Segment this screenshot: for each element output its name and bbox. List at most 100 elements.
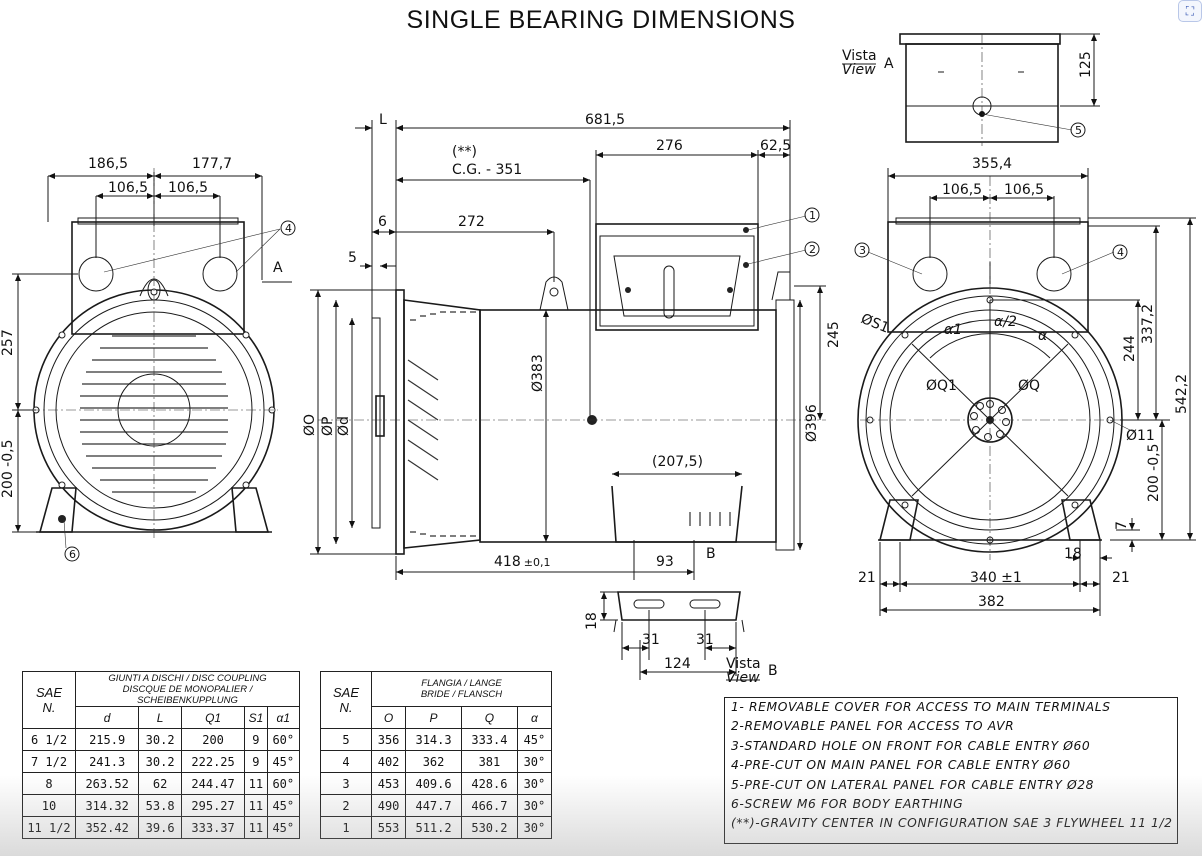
right-dim-q1: ØQ1 [926,378,957,394]
right-dim-337: 337,2 [1140,304,1156,344]
foot-vista: Vista [726,656,761,672]
flange-col-q: Q [460,706,518,729]
drawing-title: SINGLE BEARING DIMENSIONS [406,6,796,34]
right-dim-s1: ØS1 [859,311,892,337]
foot-view: View [726,670,760,686]
svg-text:2: 2 [809,243,816,256]
callout-6: 6 [64,546,80,562]
foot-dim-124: 124 [664,656,691,672]
top-view: View [842,62,876,78]
left-dim-base: 200 -0,5 [0,440,16,499]
svg-text:5: 5 [1075,124,1082,137]
side-dim-6: 6 [378,214,387,230]
right-dim-q: ØQ [1018,378,1040,394]
left-dim-width-right: 177,7 [192,156,232,172]
flange-col-o: O [370,706,407,729]
side-dim-P: ØP [320,417,336,436]
svg-text:3: 3 [859,244,866,257]
svg-text:4: 4 [285,222,292,235]
side-dim-383: Ø383 [530,354,546,392]
right-dim-7: 7 [1114,521,1130,530]
coupling-col-s1: S1 [244,706,268,729]
note-4: 4-PRE-CUT ON MAIN PANEL FOR CABLE ENTRY … [731,758,1071,773]
right-dim-width: 355,4 [972,156,1012,172]
callout-2: 2 [804,241,820,257]
callout-4-right: 4 [1112,244,1128,260]
right-dim-542: 542,2 [1174,374,1190,414]
note-5: 5-PRE-CUT ON LATERAL PANEL FOR CABLE ENT… [731,777,1095,792]
side-dim-O: ØO [302,414,318,436]
callout-3: 3 [854,242,870,258]
right-dim-21a: 21 [858,570,876,586]
side-cg: C.G. - 351 [452,162,522,178]
flange-col-p: P [405,706,462,729]
left-dim-hole-1: 106,5 [108,180,148,196]
side-dim-396: Ø396 [804,404,820,442]
side-dim-418: 418±0,1 [494,554,550,570]
side-dim-total: 681,5 [585,112,625,128]
side-dim-207: (207,5) [652,454,703,470]
flange-col-alpha: α [516,706,553,729]
coupling-col-q1: Q1 [180,706,246,729]
foot-letter: B [768,663,778,679]
left-dim-height: 257 [0,329,16,356]
svg-text:6: 6 [69,548,76,561]
right-dim-21b: 21 [1112,570,1130,586]
right-dim-382: 382 [978,594,1005,610]
left-dim-width-left: 186,5 [88,156,128,172]
foot-view-b [600,591,760,681]
right-dim-hole-2: 106,5 [1004,182,1044,198]
left-label-a: A [273,260,283,276]
side-dim-5: 5 [348,250,357,266]
top-vista: Vista [842,48,877,64]
right-dim-11: Ø11 [1126,428,1155,444]
right-dim-18: 18 [1064,546,1082,562]
side-dim-245: 245 [826,321,842,348]
right-front-view [857,168,1196,616]
right-dim-a: α [1038,328,1048,344]
left-dim-hole-2: 106,5 [168,180,208,196]
note-2: 2-REMOVABLE PANEL FOR ACCESS TO AVR [731,719,1015,734]
side-view [310,120,826,580]
note-1: 1- REMOVABLE COVER FOR ACCESS TO MAIN TE… [731,700,1111,714]
side-label-b: B [706,546,716,562]
side-dim-L: L [379,112,387,128]
side-dim-62: 62,5 [760,138,791,154]
foot-dim-31b: 31 [696,632,714,648]
right-dim-a1: α1 [944,322,962,338]
coupling-col-l: L [138,706,182,729]
side-dim-276: 276 [656,138,683,154]
right-dim-340: 340 ±1 [970,570,1022,586]
side-dim-272: 272 [458,214,485,230]
coupling-col-d: d [74,706,140,729]
side-cg-note: (**) [452,144,477,160]
note-6: 6-SCREW M6 FOR BODY EARTHING [731,796,964,811]
coupling-col-a1: α1 [266,706,301,729]
top-view-a [842,33,1100,146]
notes-box: 1- REMOVABLE COVER FOR ACCESS TO MAIN TE… [724,697,1178,844]
callout-4-left: 4 [280,220,296,236]
svg-text:1: 1 [809,209,816,222]
side-dim-d: Ød [336,416,352,436]
svg-text:4: 4 [1117,246,1124,259]
note-3: 3-STANDARD HOLE ON FRONT FOR CABLE ENTRY… [731,738,1091,753]
top-letter: A [884,56,894,72]
left-front-view [12,168,292,549]
callout-5: 5 [1070,122,1086,138]
foot-dim-31a: 31 [642,632,660,648]
